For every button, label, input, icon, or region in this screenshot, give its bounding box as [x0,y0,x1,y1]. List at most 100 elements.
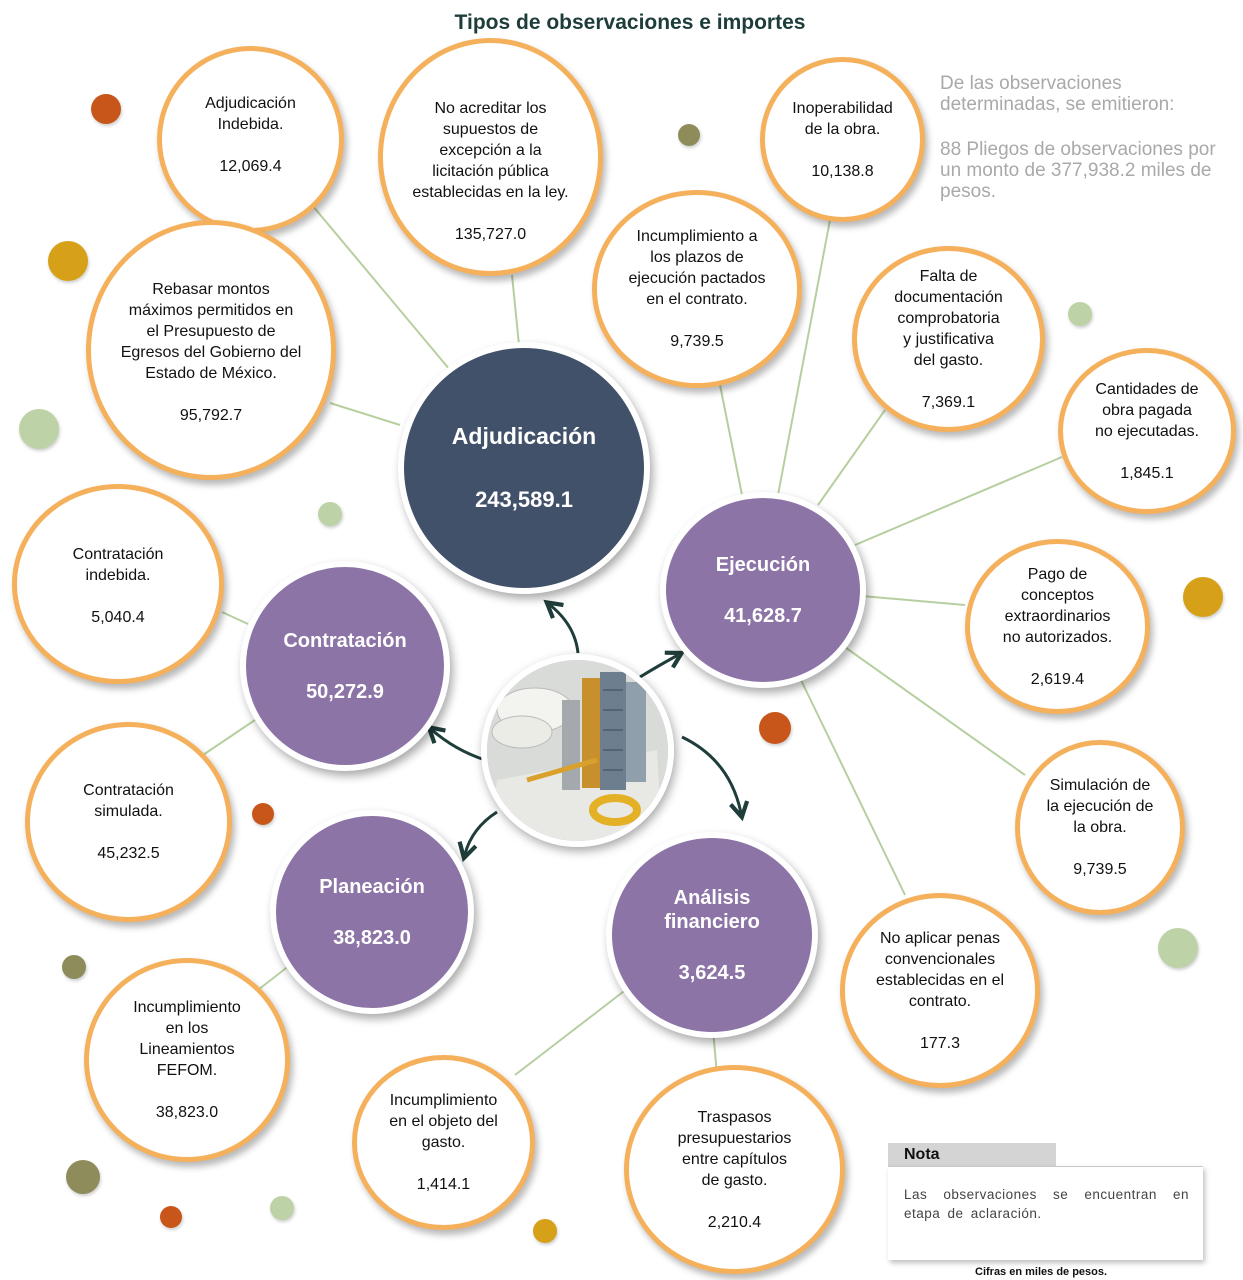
hub-label: Contratación [283,629,407,652]
summary-line-1: De las observaciones determinadas, se em… [940,73,1175,115]
construction-image [481,654,674,847]
observation-value: 95,792.7 [179,407,243,424]
connector-line [854,456,1063,546]
hub-adjudicacion: Adjudicación 243,589.1 [398,342,650,594]
observation-pago-conceptos: Pago de conceptos extraordinarios no aut… [965,539,1150,714]
observation-value: 12,069.4 [219,158,282,175]
hub-value: 41,628.7 [724,604,802,627]
hub-value: 243,589.1 [475,487,573,512]
hub-label: Adjudicación [451,423,597,449]
arrow-to-contratacion [432,730,486,762]
hub-planeacion: Planeación 38,823.0 [270,810,474,1014]
observation-label: Rebasar montos máximos permitidos en el … [120,281,302,382]
hub-label: Análisis financiero [664,886,760,933]
observation-value: 1,414.1 [416,1176,471,1193]
connector-line [799,677,906,896]
page-title: Tipos de observaciones e importes [454,11,806,34]
connector-line [861,595,966,606]
observation-lineamientos-fefom: Incumplimiento en los Lineamientos FEFOM… [84,958,290,1162]
hub-ejecucion: Ejecución 41,628.7 [660,492,866,688]
observation-value: 7,369.1 [921,393,976,411]
observation-objeto-gasto: Incumplimiento en el objeto del gasto. 1… [352,1055,535,1230]
decorative-dot [48,241,88,281]
observation-contratacion-simulada: Contratación simulada. 45,232.5 [25,722,232,922]
decorative-dot [62,955,86,979]
connector-line [719,384,743,496]
observation-value: 1,845.1 [1120,464,1174,482]
observation-cantidades-obra: Cantidades de obra pagada no ejecutadas.… [1058,348,1236,514]
connector-line [511,274,520,346]
arrow-to-ejecucion [639,655,678,679]
observation-label: Traspasos presupuestarios entre capítulo… [677,1108,792,1189]
observation-label: Incumplimiento en los Lineamientos FEFOM… [133,999,241,1079]
decorative-dot [759,712,791,744]
observation-incumplimiento-plazos: Incumplimiento a los plazos de ejecución… [592,190,802,388]
observation-label: Incumplimiento en el objeto del gasto. [389,1092,498,1151]
observation-label: Adjudicación Indebida. [205,95,296,133]
connector-line [817,409,886,506]
observation-label: Pago de conceptos extraordinarios no aut… [1002,565,1113,646]
decorative-dot [270,1196,294,1220]
observation-label: No acreditar los supuestos de excepción … [412,100,569,201]
hub-label: Ejecución [715,553,811,576]
observation-no-acreditar-supuestos: No acreditar los supuestos de excepción … [378,38,603,276]
observation-contratacion-indebida: Contratación indebida. 5,040.4 [12,484,224,684]
observation-no-aplicar-penas: No aplicar penas convencionales establec… [840,893,1040,1088]
observation-value: 45,232.5 [97,845,160,862]
observation-label: No aplicar penas convencionales establec… [875,929,1005,1010]
observation-traspasos-presupuestarios: Traspasos presupuestarios entre capítulo… [624,1065,845,1274]
connector-line [199,719,256,758]
note-header: Nota [888,1143,1056,1166]
note-box: Nota Las observaciones se encuentran en … [888,1143,1203,1260]
observation-label: Inoperabilidad de la obra. [792,99,893,138]
observation-label: Cantidades de obra pagada no ejecutadas. [1094,380,1200,440]
observation-simulacion-ejecucion: Simulación de la ejecución de la obra. 9… [1015,740,1185,915]
decorative-dot [252,803,274,825]
observation-label: Incumplimiento a los plazos de ejecución… [628,228,766,308]
decorative-dot [66,1160,100,1194]
decorative-dot [160,1206,182,1228]
decorative-dot [533,1219,557,1243]
observation-label: Contratación simulada. [83,782,174,820]
observation-value: 9,739.5 [1073,861,1127,878]
connector-line [514,984,633,1076]
decorative-dot [1158,928,1198,968]
observation-rebasar-montos: Rebasar montos máximos permitidos en el … [86,220,336,480]
observation-inoperabilidad: Inoperabilidad de la obra. 10,138.8 [760,57,925,222]
arrow-to-analisis [681,735,741,813]
hub-value: 50,272.9 [306,680,384,703]
decorative-dot [1183,577,1223,617]
hub-value: 3,624.5 [678,961,746,984]
connector-line [257,964,291,991]
footnote: Cifras en miles de pesos. [975,1266,1108,1278]
observation-value: 2,619.4 [1030,670,1085,688]
observation-value: 5,040.4 [91,609,145,626]
connector-line [329,402,401,426]
arrow-to-adjudicacion [550,605,580,654]
observation-value: 177.3 [919,1034,961,1052]
hub-contratacion: Contratación 50,272.9 [240,561,450,771]
observation-value: 9,739.5 [670,333,724,350]
decorative-dot [91,94,121,124]
decorative-dot [1068,302,1092,326]
observation-value: 10,138.8 [811,162,874,180]
decorative-dot [678,124,700,146]
hub-label: Planeación [319,875,425,898]
observation-label: Falta de documentación comprobatoria y j… [894,267,1003,369]
summary-line-2: 88 Pliegos de observaciones por un monto… [940,139,1216,202]
observation-label: Simulación de la ejecución de la obra. [1046,777,1154,836]
decorative-dot [19,409,59,449]
observation-label: Contratación indebida. [72,546,164,584]
observation-value: 135,727.0 [454,226,527,243]
observation-adjudicacion-indebida: Adjudicación Indebida. 12,069.4 [157,46,344,233]
hub-analisis-financiero: Análisis financiero 3,624.5 [606,832,818,1038]
summary-text: De las observaciones determinadas, se em… [940,73,1243,226]
arrow-to-planeacion [465,810,498,854]
hub-value: 38,823.0 [333,926,411,949]
observation-value: 38,823.0 [155,1104,219,1121]
observation-value: 2,210.4 [707,1213,762,1231]
observation-falta-documentacion: Falta de documentación comprobatoria y j… [852,246,1045,432]
note-body: Las observaciones se encuentran en etapa… [888,1166,1203,1260]
connector-line [221,611,249,625]
decorative-dot [318,502,342,526]
